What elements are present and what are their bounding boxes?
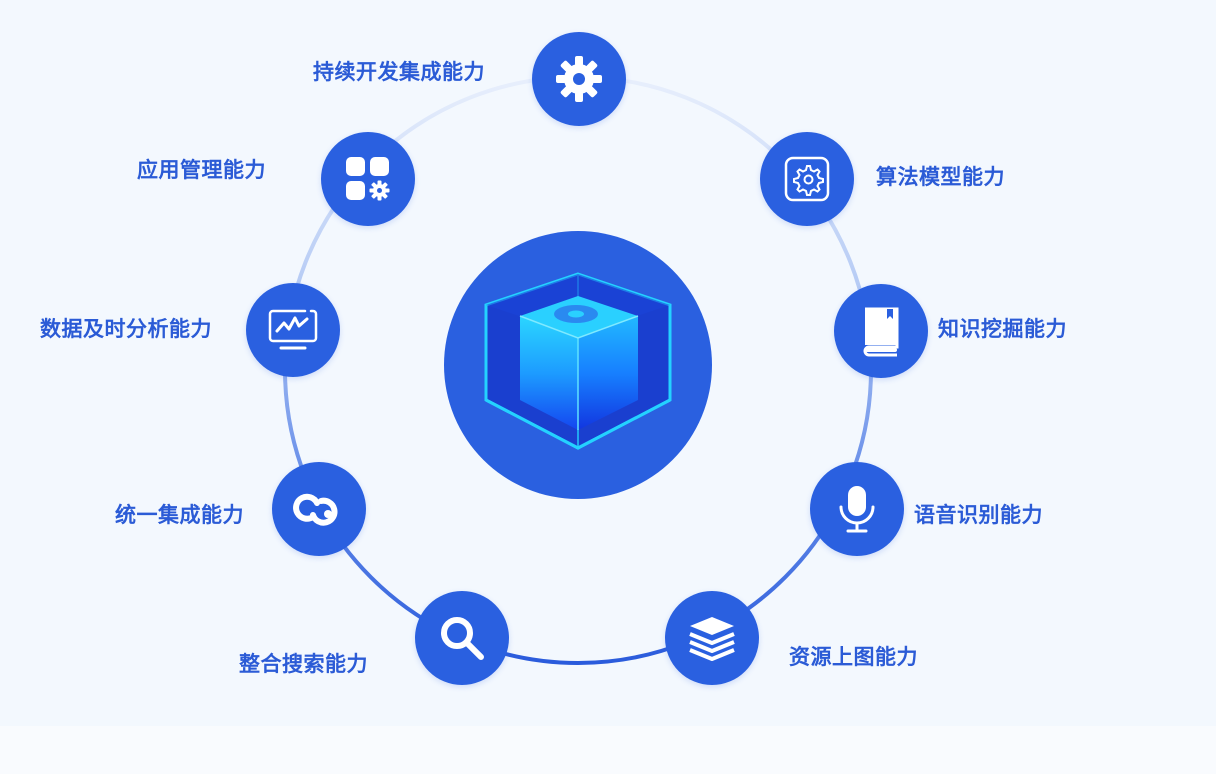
node-data[interactable] xyxy=(246,283,340,377)
label-data: 数据及时分析能力 xyxy=(40,317,212,341)
node-search[interactable] xyxy=(415,591,509,685)
monitor-chart-icon xyxy=(268,309,318,350)
label-search: 整合搜索能力 xyxy=(239,652,368,676)
microphone-icon xyxy=(839,486,875,533)
label-unified: 统一集成能力 xyxy=(115,503,244,527)
search-icon xyxy=(441,617,484,660)
framed-gear-icon xyxy=(784,156,830,202)
infinity-link-icon xyxy=(293,493,338,526)
footer-band xyxy=(0,726,1216,774)
node-resource[interactable] xyxy=(665,591,759,685)
layers-icon xyxy=(689,617,735,661)
diagram-canvas: 持续开发集成能力 算法模型能力 知识挖掘能力 语音识别能力 xyxy=(40,32,1067,685)
gear-icon xyxy=(556,56,602,102)
book-icon xyxy=(863,307,899,357)
cube-gear-icon xyxy=(484,272,672,450)
node-knowledge[interactable] xyxy=(834,284,928,378)
app-grid-gear-icon xyxy=(346,157,390,201)
node-unified[interactable] xyxy=(272,462,366,556)
label-knowledge: 知识挖掘能力 xyxy=(938,317,1067,341)
label-cicd: 持续开发集成能力 xyxy=(313,60,485,84)
label-resource: 资源上图能力 xyxy=(789,645,918,669)
core-platform-hub xyxy=(444,231,712,499)
node-voice[interactable] xyxy=(810,462,904,556)
node-app[interactable] xyxy=(321,132,415,226)
label-algo: 算法模型能力 xyxy=(876,165,1005,189)
node-cicd[interactable] xyxy=(532,32,626,126)
label-voice: 语音识别能力 xyxy=(914,503,1043,527)
node-algo[interactable] xyxy=(760,132,854,226)
label-app: 应用管理能力 xyxy=(137,158,266,182)
